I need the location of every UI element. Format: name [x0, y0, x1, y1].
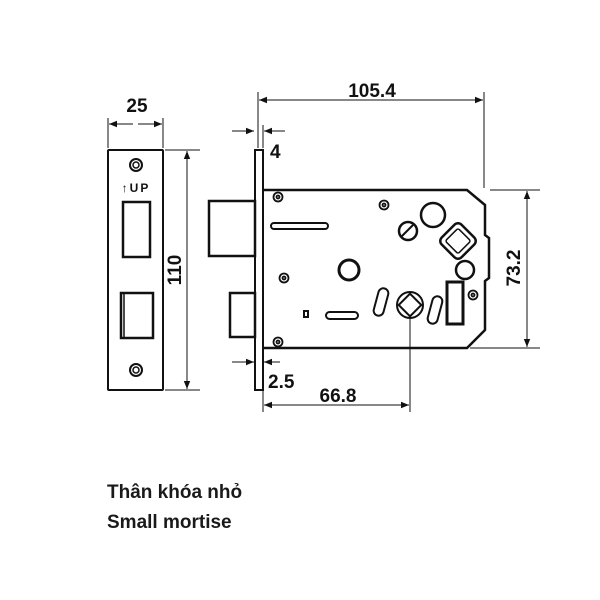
dim-forend-offset: 2.5: [268, 372, 295, 393]
up-label: ↑UP: [122, 181, 151, 195]
dim-forend-thickness: 4: [270, 142, 281, 163]
mortise-side: [207, 149, 491, 391]
dim-body-height: 73.2: [504, 250, 525, 287]
dim-backset: 66.8: [320, 386, 357, 407]
faceplate-front: [107, 149, 164, 391]
dim-faceplate-height: 110: [165, 255, 186, 286]
dim-body-length: 105.4: [348, 81, 396, 102]
dim-faceplate-width: 25: [126, 96, 148, 117]
caption-vietnamese: Thân khóa nhỏ: [107, 482, 243, 503]
caption-english: Small mortise: [107, 512, 232, 533]
